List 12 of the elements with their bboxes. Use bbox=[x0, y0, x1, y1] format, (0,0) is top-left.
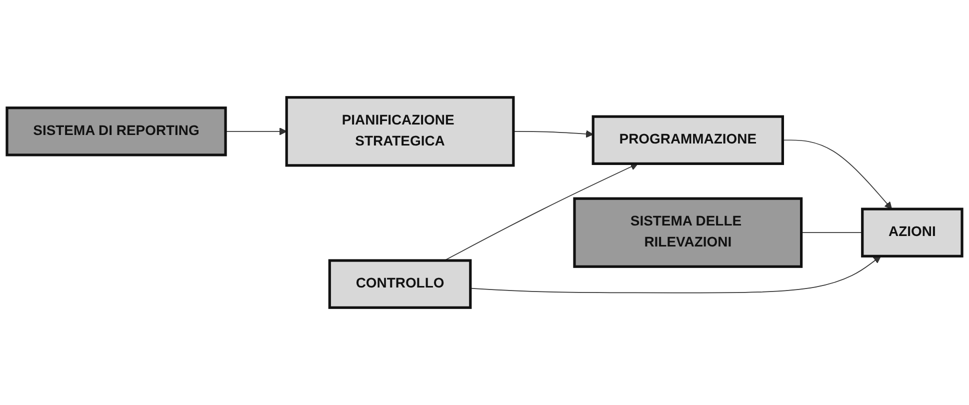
arrow bbox=[513, 130, 594, 138]
arrow bbox=[782, 140, 892, 210]
arrow bbox=[470, 256, 882, 294]
node-box: AZIONI bbox=[861, 208, 964, 258]
arrow bbox=[444, 163, 638, 261]
node-box: SISTEMA DI REPORTING bbox=[6, 106, 227, 156]
connector bbox=[800, 232, 863, 234]
arrow bbox=[225, 128, 287, 136]
node-box: PROGRAMMAZIONE bbox=[592, 115, 784, 165]
node-box: SISTEMA DELLE RILEVAZIONI bbox=[573, 197, 803, 268]
node-box: CONTROLLO bbox=[328, 259, 472, 309]
node-box: PIANIFICAZIONE STRATEGICA bbox=[285, 96, 515, 167]
